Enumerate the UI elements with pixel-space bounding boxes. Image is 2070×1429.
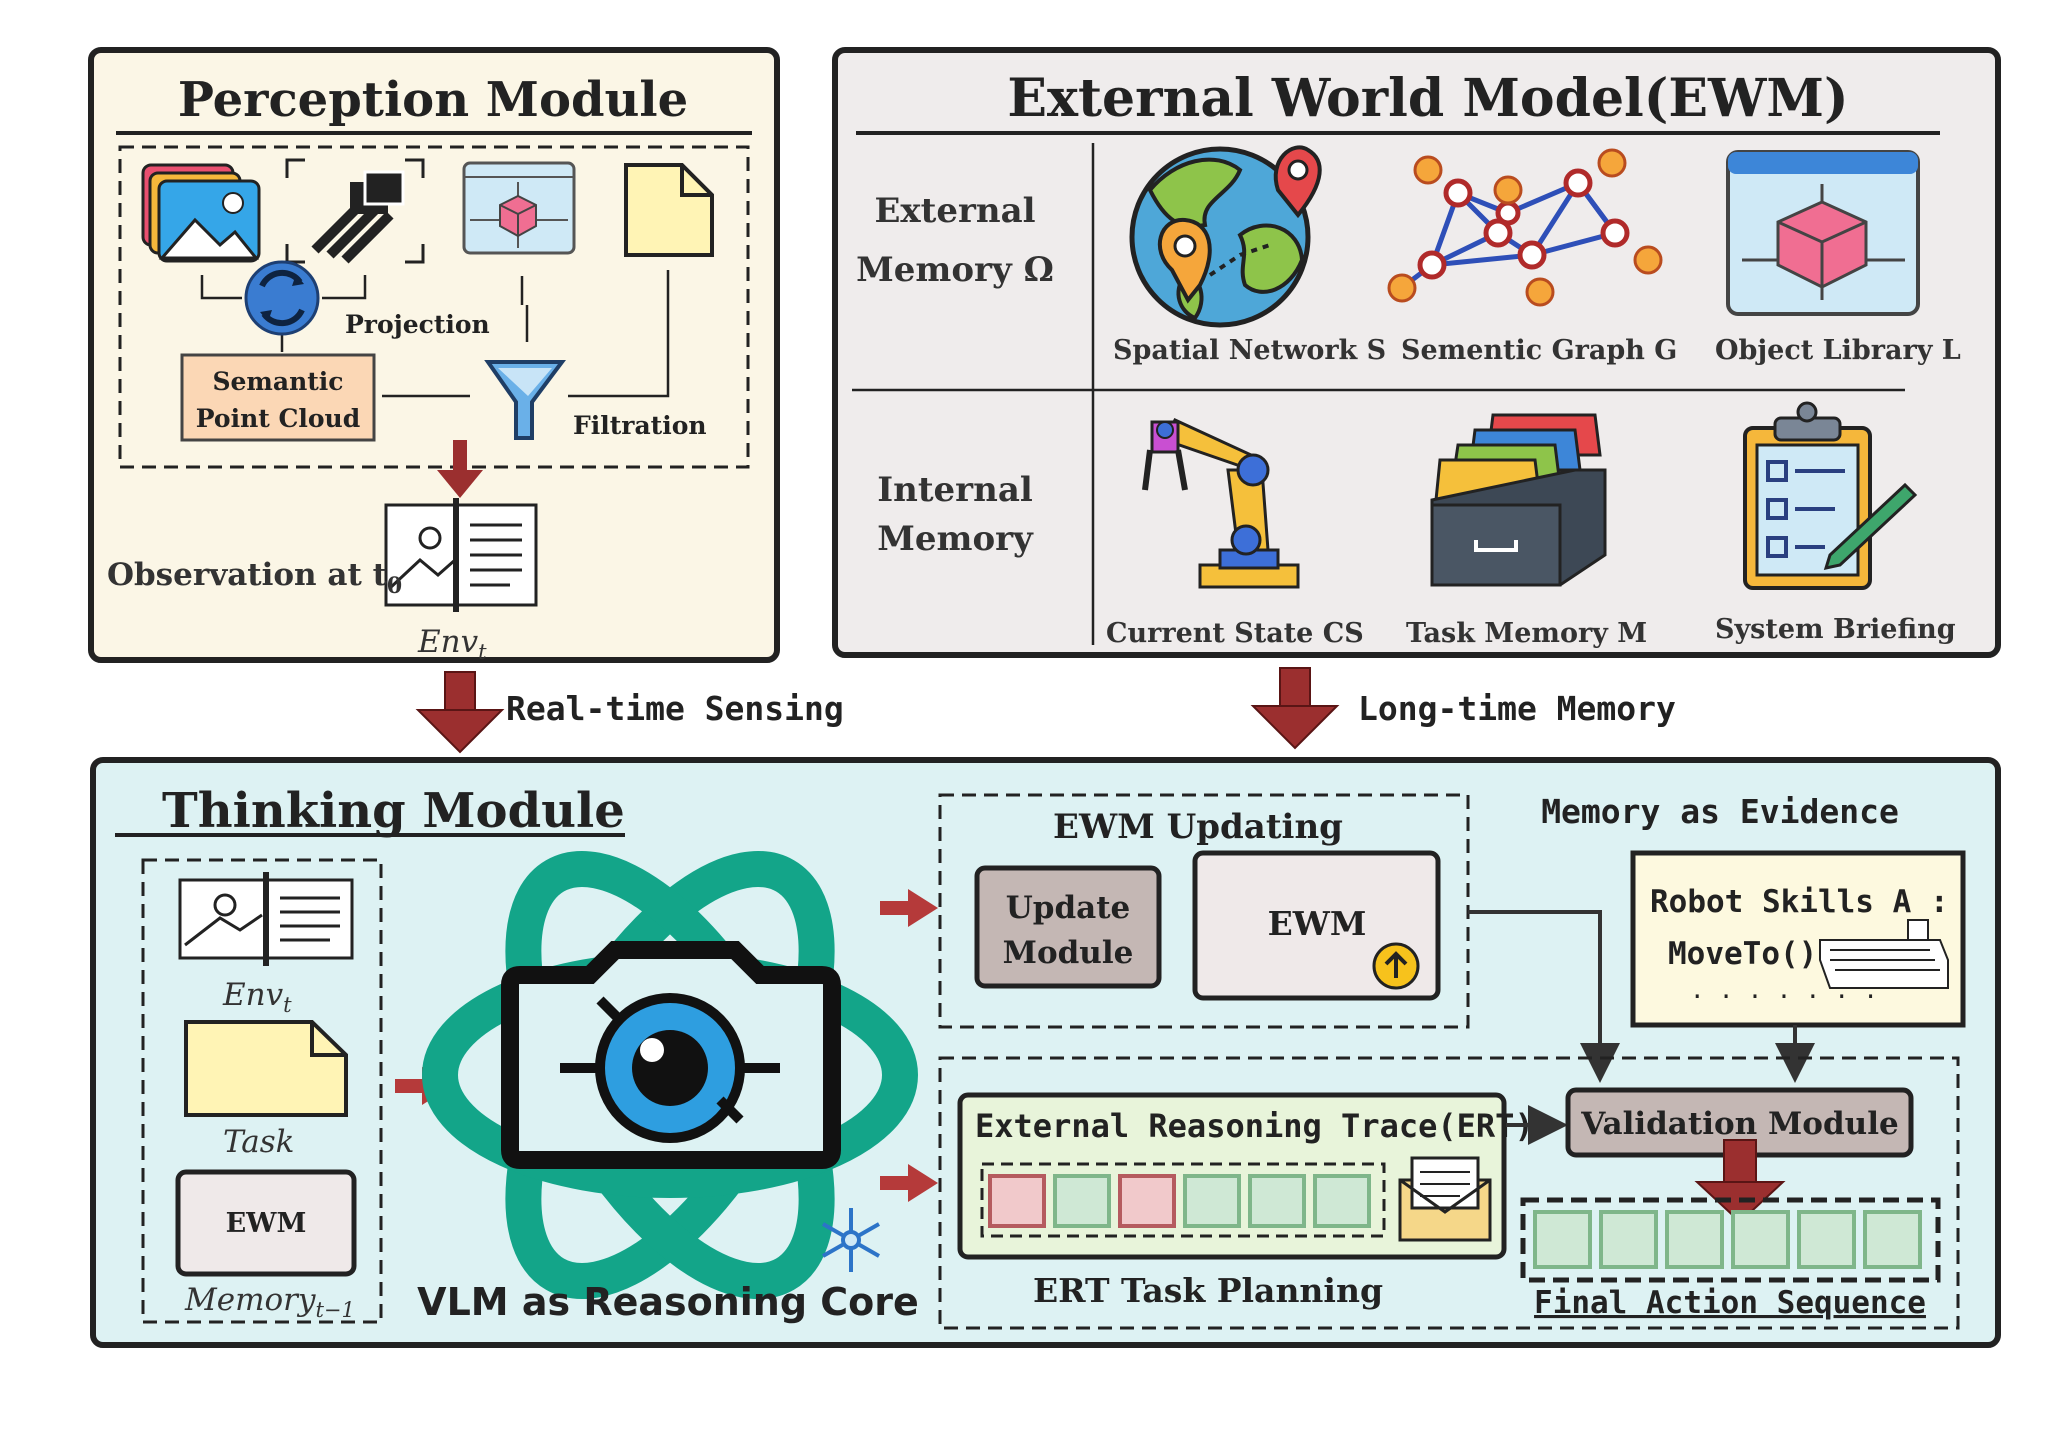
ewm-title: External World Model(EWM) [1007, 68, 1848, 129]
external-memory-label-1: External [874, 191, 1035, 231]
action-step [1863, 1210, 1922, 1269]
env-input-icon [178, 872, 354, 966]
ewm-input-label: EWM [226, 1208, 307, 1239]
update-module-label-1: Update [1006, 890, 1131, 926]
clipboard-icon [1743, 401, 1918, 590]
document-icon [624, 163, 714, 257]
system-briefing-label: System Briefing [1715, 614, 1956, 645]
semantic-point-cloud-box: Semantic Point Cloud [180, 353, 376, 442]
memory-evidence-label: Memory as Evidence [1541, 792, 1899, 831]
action-step [1533, 1210, 1592, 1269]
update-module-label-2: Module [1003, 935, 1134, 971]
semantic-graph-label: Sementic Graph G [1401, 335, 1677, 366]
down-arrow-red [437, 440, 483, 498]
thinking-title: Thinking Module [162, 783, 625, 839]
ert-step [1118, 1174, 1176, 1228]
robot-arm-icon [1142, 418, 1300, 589]
action-step [1599, 1210, 1658, 1269]
refresh-icon [244, 260, 320, 336]
ert-step [1313, 1174, 1371, 1228]
action-step [1665, 1210, 1724, 1269]
perception-title: Perception Module [178, 72, 688, 128]
validation-label: Validation Module [1580, 1106, 1898, 1142]
current-state-label: Current State CS [1106, 618, 1364, 649]
internal-memory-label-1: Internal [877, 470, 1033, 510]
env-input-label: Envt [222, 977, 292, 1017]
ert-label: External Reasoning Trace(ERT) [975, 1107, 1534, 1145]
globe-map-icon [1129, 145, 1322, 328]
task-note-icon [184, 1020, 348, 1117]
perception-inner-box [118, 145, 750, 469]
core-to-update-arrow [880, 889, 938, 927]
3d-window-icon [462, 161, 576, 255]
image-stack-icon [141, 163, 261, 263]
vlm-reasoning-core-icon [422, 851, 918, 1299]
object-library-label: Object Library L [1715, 335, 1961, 366]
thinking-module: Thinking Module Envt Task EWM Memoryt−1 [90, 757, 2001, 1348]
object-library-icon [1726, 150, 1920, 316]
ert-step [1248, 1174, 1306, 1228]
spatial-network-label: Spatial Network S [1113, 335, 1386, 366]
ert-box: External Reasoning Trace(ERT) [957, 1092, 1534, 1260]
semantic-label-1: Semantic [212, 367, 343, 396]
core-to-planning-arrow [880, 1164, 938, 1202]
observation-label: Observation at t0 [107, 557, 402, 599]
external-memory-label-2: Memory Ω [856, 250, 1054, 290]
ert-step [988, 1174, 1046, 1228]
ewm-input-box: EWM [175, 1169, 357, 1277]
realtime-sensing-label: Real-time Sensing [506, 689, 844, 728]
semantic-label-2: Point Cloud [196, 404, 360, 433]
longtime-memory-arrow [1250, 667, 1340, 750]
perception-module: Perception Module [88, 47, 780, 664]
semantic-graph-icon [1387, 148, 1663, 307]
keyboard-icon [1819, 919, 1949, 989]
task-input-label: Task [223, 1124, 294, 1160]
ewm-updated-box: EWM [1192, 850, 1441, 1001]
moveto-label: MoveTo() [1668, 936, 1817, 972]
final-action-label: Final Action Sequence [1534, 1285, 1926, 1321]
ert-step [1183, 1174, 1241, 1228]
ert-steps [988, 1174, 1371, 1228]
internal-memory-label-2: Memory [877, 519, 1034, 559]
projection-label: Projection [345, 310, 490, 339]
robot-skills-label: Robot Skills A : [1650, 884, 1949, 920]
ert-planning-box [938, 1056, 1960, 1330]
longtime-memory-label: Long-time Memory [1358, 689, 1676, 728]
action-step [1797, 1210, 1856, 1269]
task-memory-label: Task Memory M [1406, 618, 1647, 649]
realtime-sensing-arrow [415, 671, 505, 754]
memory-input-label: Memoryt−1 [184, 1282, 355, 1322]
update-module-box: Update Module [974, 865, 1162, 989]
env-label: Envt [417, 624, 487, 664]
filter-icon [484, 360, 566, 440]
ert-step [1053, 1174, 1111, 1228]
snowflake-icon [822, 1208, 880, 1272]
observation-icon [384, 498, 538, 612]
file-cabinet-icon [1430, 413, 1607, 587]
action-step [1731, 1210, 1790, 1269]
input-box [141, 858, 383, 1324]
final-action-steps [1533, 1210, 1922, 1269]
projection-icon [285, 158, 425, 264]
filtration-label: Filtration [573, 411, 707, 440]
ewm-updating-label: EWM Updating [1053, 807, 1343, 847]
ewm-module: External World Model(EWM) External Memor… [832, 47, 2001, 658]
robot-skills-box: Robot Skills A : MoveTo() . . . . . . . [1630, 850, 1966, 1028]
ert-planning-label: ERT Task Planning [1033, 1271, 1383, 1310]
envelope-icon [1398, 1156, 1492, 1242]
vlm-core-label: VLM as Reasoning Core [417, 1280, 919, 1324]
final-sequence-box [1520, 1197, 1941, 1283]
ewm-updated-label: EWM [1268, 904, 1367, 943]
